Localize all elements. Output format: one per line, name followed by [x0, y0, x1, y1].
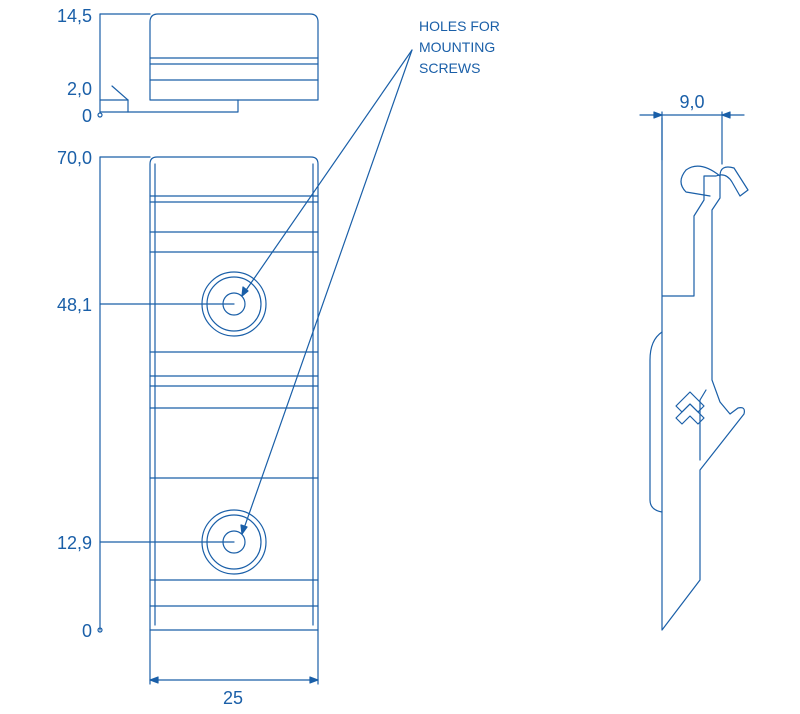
dim-front-view-zero: 0 [82, 621, 92, 641]
dim-top-view-height: 14,5 [57, 6, 92, 26]
dim-top-view-zero: 0 [82, 106, 92, 126]
side-view-inner [699, 389, 707, 461]
side-view [639, 111, 749, 631]
dim-upper-hole: 48,1 [57, 295, 92, 315]
front-view [97, 156, 319, 685]
front-view-outline [149, 156, 319, 631]
arrowhead [653, 111, 663, 119]
dim-lower-hole: 12,9 [57, 533, 92, 553]
annotation-line-2: MOUNTING [419, 39, 495, 55]
side-view-profile [661, 117, 749, 631]
dim-top-view-step: 2,0 [67, 79, 92, 99]
annotation-line-1: HOLES FOR [419, 18, 500, 34]
dim-width: 25 [223, 688, 243, 708]
annotation-leaders [240, 49, 413, 535]
arrowhead [149, 676, 159, 684]
side-view-bulge [649, 331, 663, 513]
top-view-tab [127, 99, 239, 113]
top-view [97, 13, 319, 118]
top-view-outline [149, 13, 319, 101]
chevron-icon [675, 403, 705, 425]
origin-marker [97, 627, 103, 633]
arrowhead [309, 676, 319, 684]
annotation-line-3: SCREWS [419, 60, 480, 76]
dim-front-view-top: 70,0 [57, 148, 92, 168]
dim-side-thickness: 9,0 [679, 92, 704, 112]
arrowhead [721, 111, 731, 119]
origin-marker [97, 112, 103, 118]
side-view-hook [680, 165, 721, 197]
leader-line [111, 85, 129, 101]
